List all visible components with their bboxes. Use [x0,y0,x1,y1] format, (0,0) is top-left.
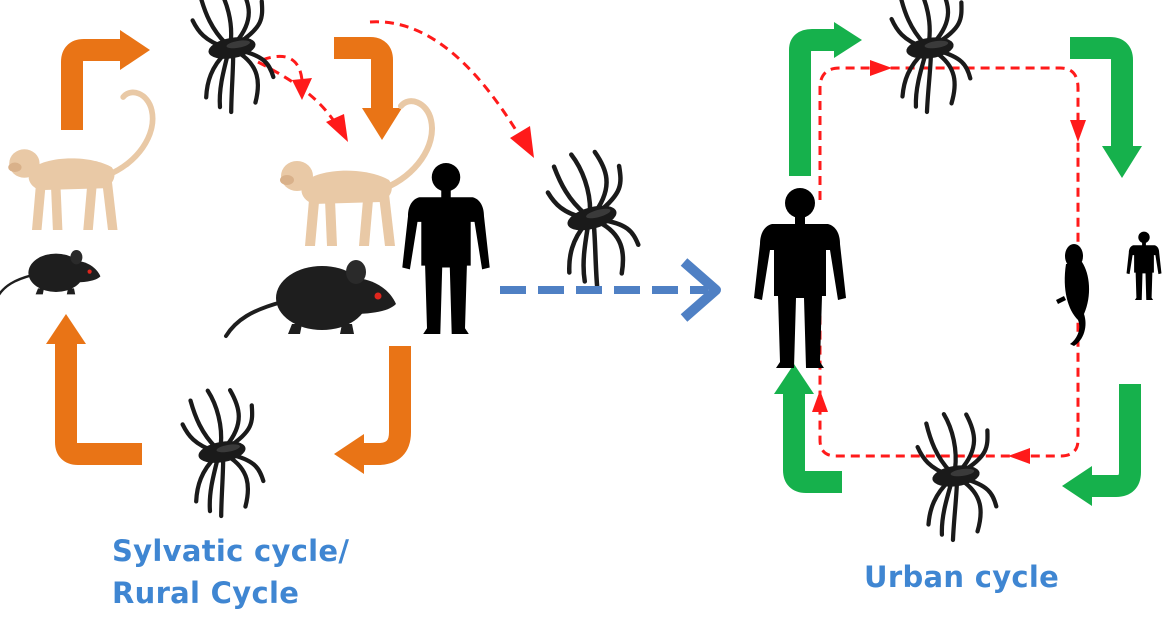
cycle-arrow [46,314,142,454]
sylvatic-cycle-caption: Sylvatic cycle/ Rural Cycle [112,530,412,614]
cycle-arrow [1070,48,1142,178]
caption-line: Rural Cycle [112,572,412,614]
cycle-arrow [334,346,400,474]
transmission-arrowheads [292,78,534,158]
caption-line: Urban cycle [864,556,1164,598]
urban-cycle-caption: Urban cycle [864,556,1164,598]
spread-arrow [500,262,716,318]
rat-icon [226,260,396,336]
mosquito-icon [888,0,976,115]
mosquito-icon [914,409,1002,544]
cycle-arrow [1062,384,1130,506]
rat-icon [0,250,100,296]
mosquito-icon [178,384,270,520]
cycle-arrow [72,30,150,130]
transmission-loop-urban [820,68,1078,456]
small-human-icon [1127,232,1162,300]
caption-line: Sylvatic cycle/ [112,530,412,572]
human-silhouette-icon [402,163,489,334]
urban-cycle-loop [774,22,1142,506]
transmission-arrowheads-urban [812,60,1086,464]
sylvatic-cycle-loop [46,30,402,474]
lizard-icon [1056,244,1089,346]
mosquito-icon [540,143,647,291]
cycle-arrow [774,364,842,482]
cycle-arrow [800,22,862,176]
human-silhouette-icon [754,188,846,368]
